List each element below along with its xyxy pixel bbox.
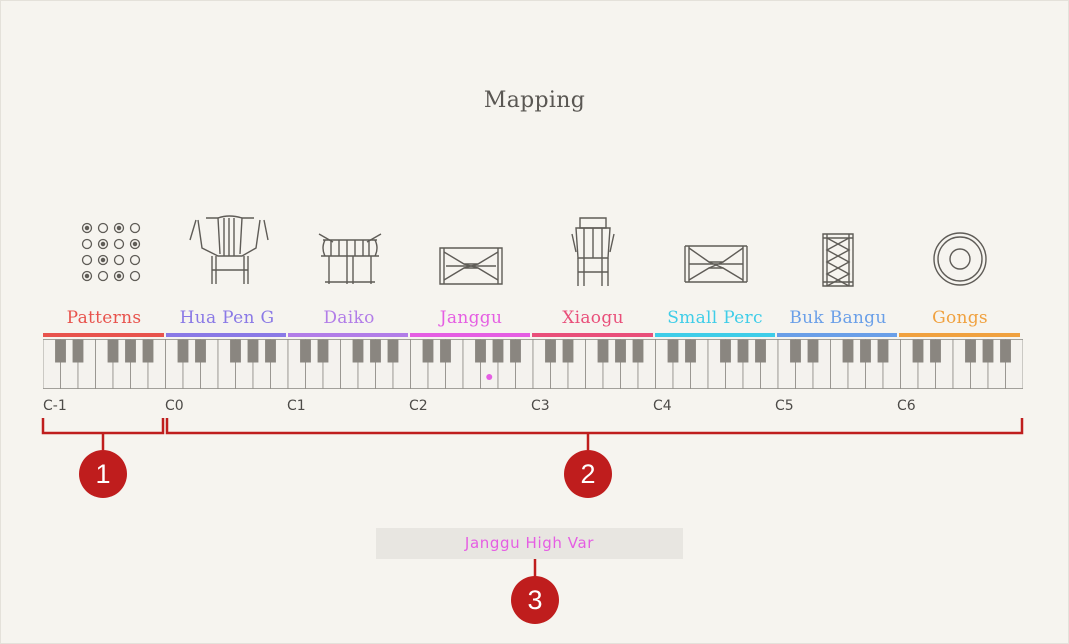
- instrument-label-small-perc: Small Perc: [667, 308, 763, 328]
- black-key[interactable]: [475, 339, 486, 363]
- hua-pen-drum-icon: [189, 215, 269, 284]
- black-key[interactable]: [387, 339, 399, 363]
- black-key[interactable]: [1000, 339, 1011, 363]
- range-bar-buk-bangu: [777, 333, 897, 337]
- black-key[interactable]: [142, 339, 154, 363]
- black-key[interactable]: [545, 339, 556, 363]
- range-bar-xiaogu: [532, 333, 653, 337]
- black-key[interactable]: [492, 339, 504, 363]
- key-info-display: Janggu High Var: [376, 528, 683, 559]
- black-key[interactable]: [72, 339, 84, 363]
- instrument-label-xiaogu: Xiaogu: [562, 308, 624, 328]
- daiko-drum-icon: [318, 233, 382, 284]
- bracket-patterns-range: [41, 418, 165, 435]
- black-key[interactable]: [965, 339, 976, 363]
- black-key[interactable]: [562, 339, 574, 363]
- black-key[interactable]: [195, 339, 206, 363]
- black-key[interactable]: [422, 339, 434, 363]
- patterns-icon: [81, 222, 141, 282]
- octave-label-c6: C6: [897, 398, 916, 414]
- page-title: Mapping: [483, 88, 586, 113]
- black-key[interactable]: [667, 339, 679, 363]
- black-key[interactable]: [930, 339, 941, 363]
- black-key[interactable]: [737, 339, 749, 363]
- black-key[interactable]: [352, 339, 364, 363]
- gong-icon: [933, 232, 987, 286]
- xiaogu-drum-icon: [571, 217, 615, 286]
- black-key[interactable]: [860, 339, 871, 363]
- octave-label-c4: C4: [653, 398, 672, 414]
- black-key[interactable]: [125, 339, 136, 363]
- instrument-label-buk-bangu: Buk Bangu: [789, 308, 887, 328]
- instrument-label-patterns: Patterns: [66, 308, 142, 328]
- black-key[interactable]: [790, 339, 801, 363]
- black-key[interactable]: [247, 339, 259, 363]
- range-bar-daiko: [288, 333, 408, 337]
- piano-keyboard[interactable]: [43, 339, 1023, 389]
- black-key[interactable]: [230, 339, 241, 363]
- black-key[interactable]: [597, 339, 609, 363]
- small-perc-icon: [684, 245, 748, 283]
- black-key[interactable]: [440, 339, 451, 363]
- callout-3: 3: [511, 576, 559, 624]
- range-bar-janggu: [410, 333, 530, 337]
- black-key[interactable]: [300, 339, 311, 363]
- black-key[interactable]: [615, 339, 626, 363]
- callout-2: 2: [564, 450, 612, 498]
- callout-1: 1: [79, 450, 127, 498]
- black-key[interactable]: [877, 339, 889, 363]
- black-key[interactable]: [55, 339, 66, 363]
- buk-bangu-icon: [822, 233, 854, 287]
- octave-label-c2: C2: [409, 398, 428, 414]
- black-key[interactable]: [982, 339, 994, 363]
- black-key[interactable]: [755, 339, 766, 363]
- octave-label-c0: C0: [165, 398, 184, 414]
- octave-label-c1: C1: [287, 398, 306, 414]
- instrument-label-janggu: Janggu: [439, 308, 503, 328]
- range-bar-hua-pen-g: [166, 333, 286, 337]
- black-key[interactable]: [107, 339, 119, 363]
- range-bar-small-perc: [655, 333, 775, 337]
- black-key[interactable]: [807, 339, 819, 363]
- black-key[interactable]: [317, 339, 329, 363]
- black-key[interactable]: [912, 339, 924, 363]
- instrument-label-daiko: Daiko: [323, 308, 375, 328]
- black-key[interactable]: [177, 339, 189, 363]
- instrument-label-hua-pen-g: Hua Pen G: [179, 308, 275, 328]
- range-bar-patterns: [43, 333, 164, 337]
- range-bar-gongs: [899, 333, 1020, 337]
- black-key[interactable]: [370, 339, 381, 363]
- active-key-indicator: [486, 374, 493, 380]
- black-key[interactable]: [842, 339, 854, 363]
- octave-label-c-1: C-1: [43, 398, 67, 414]
- black-key[interactable]: [685, 339, 696, 363]
- black-key[interactable]: [510, 339, 521, 363]
- janggu-drum-icon: [439, 247, 503, 285]
- octave-label-c3: C3: [531, 398, 550, 414]
- black-key[interactable]: [265, 339, 276, 363]
- black-key[interactable]: [632, 339, 644, 363]
- octave-label-c5: C5: [775, 398, 794, 414]
- instrument-label-gongs: Gongs: [932, 308, 988, 328]
- bracket-instrument-range: [165, 418, 1024, 435]
- black-key[interactable]: [720, 339, 731, 363]
